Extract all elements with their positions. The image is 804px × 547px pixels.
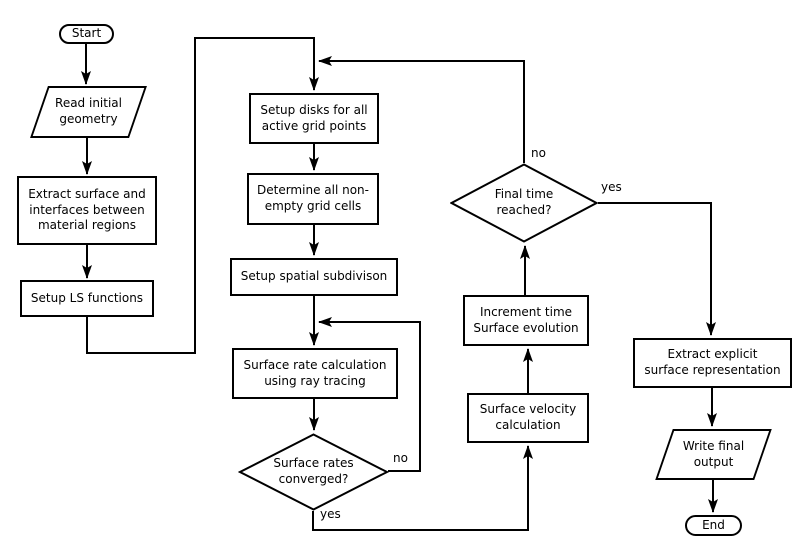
edge-label-rates-converged-yes: yes — [320, 507, 341, 521]
io-label: Write final output — [682, 438, 745, 469]
io-label: Read initial geometry — [55, 96, 122, 126]
process-label: Setup disks for all active grid points — [260, 102, 368, 133]
start-node: Start — [59, 24, 114, 44]
io-write-final-output: Write final output — [655, 429, 772, 480]
process-label: Determine all non- empty grid cells — [257, 183, 369, 213]
process-label: Extract explicit surface representation — [644, 347, 781, 377]
diamond-shape — [238, 433, 389, 511]
edge-final-time-yes-to-extract-explicit — [598, 202, 716, 336]
process-setup-ls-functions: Setup LS functions — [20, 280, 154, 317]
process-label: Setup LS functions — [30, 290, 144, 305]
decision-label: Final time reached? — [494, 187, 554, 217]
decision-surface-rates-converged: Surface rates converged? — [238, 433, 389, 511]
edge-final-time-no-return — [318, 56, 525, 163]
process-surface-velocity-calculation: Surface velocity calculation — [467, 393, 589, 443]
process-extract-explicit-surface: Extract explicit surface representation — [633, 338, 792, 388]
process-setup-disks: Setup disks for all active grid points — [249, 93, 379, 144]
process-label: Surface velocity calculation — [479, 402, 577, 432]
process-determine-grid-cells: Determine all non- empty grid cells — [247, 173, 379, 225]
start-label: Start — [71, 26, 102, 41]
end-label: End — [702, 517, 725, 532]
process-label: Surface rate calculation using ray traci… — [243, 357, 387, 388]
process-label: Setup spatial subdivison — [240, 269, 388, 284]
process-increment-time: Increment time Surface evolution — [463, 295, 589, 346]
process-spatial-subdivision: Setup spatial subdivison — [230, 258, 398, 296]
end-node: End — [685, 515, 742, 536]
decision-label: Surface rates converged? — [273, 456, 354, 486]
process-surface-rate-calculation: Surface rate calculation using ray traci… — [232, 348, 398, 399]
process-label: Extract surface and interfaces between m… — [28, 186, 146, 233]
edge-rates-converged-no-return — [318, 317, 421, 472]
edge-rates-converged-yes-to-velocity — [312, 445, 533, 531]
diamond-shape — [450, 163, 598, 243]
io-read-initial-geometry: Read initial geometry — [30, 86, 147, 138]
edge-label-final-time-no: no — [531, 146, 546, 160]
edge-label-rates-converged-no: no — [393, 451, 408, 465]
process-extract-surface: Extract surface and interfaces between m… — [17, 176, 157, 245]
edge-label-final-time-yes: yes — [601, 180, 622, 194]
process-label: Increment time Surface evolution — [473, 304, 579, 335]
edge-setup-ls-to-setup-disks — [86, 37, 319, 354]
decision-final-time-reached: Final time reached? — [450, 163, 598, 243]
